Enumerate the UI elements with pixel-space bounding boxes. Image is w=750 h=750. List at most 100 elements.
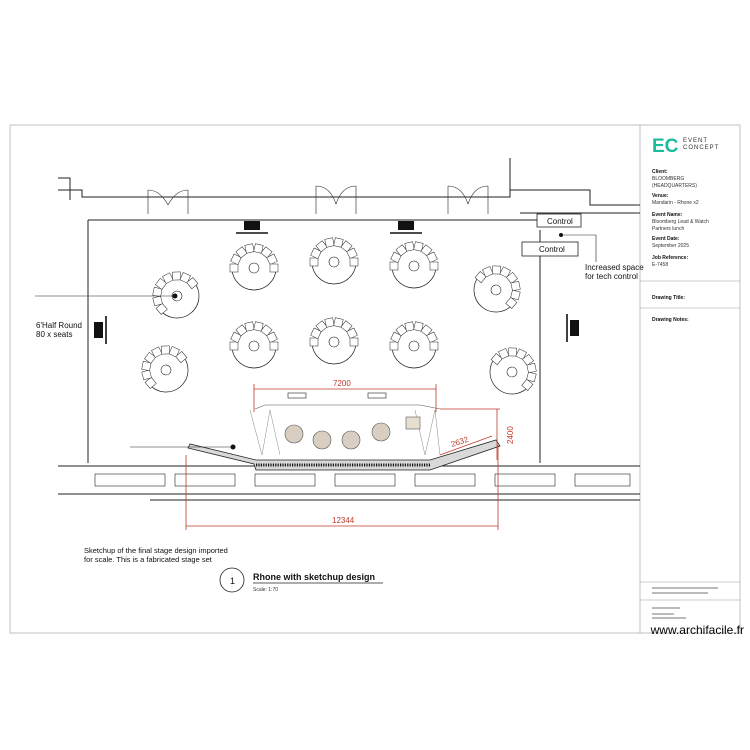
table-half-round (311, 261, 357, 285)
table-half-round (231, 267, 277, 291)
dimensions: 7200 2400 2632 12344 (185, 379, 515, 530)
chair (230, 331, 242, 343)
chair (390, 251, 402, 263)
sketch-note-line1: Sketchup of the final stage design impor… (84, 546, 228, 555)
round-table (389, 241, 439, 289)
tech-note-line1: Increased space (585, 263, 644, 272)
chair (309, 257, 319, 267)
table-half-round (159, 281, 200, 319)
chair (269, 341, 279, 351)
doors (147, 185, 489, 214)
chair (144, 376, 157, 389)
chair (429, 261, 439, 271)
chair (346, 327, 358, 339)
chair (349, 257, 359, 267)
bottom-openings (94, 473, 631, 487)
chair (429, 341, 439, 351)
speakers (94, 221, 579, 344)
brand-name-line2: CONCEPT (683, 145, 719, 151)
door-2-swing (315, 185, 337, 205)
opening-6 (494, 473, 556, 487)
chair (155, 302, 168, 315)
control-desk-2-label: Control (539, 245, 565, 254)
dim-width-label: 7200 (333, 379, 351, 388)
stage-screen-1 (287, 392, 307, 399)
chair (490, 353, 503, 366)
fine-print-2 (652, 592, 708, 594)
dim-overall-label: 12344 (332, 516, 355, 525)
table-half-round (473, 275, 514, 313)
control-leader (561, 234, 597, 262)
chair (505, 271, 518, 284)
opening-3 (254, 473, 316, 487)
speaker-right (570, 320, 579, 336)
fine-print-4 (652, 613, 674, 615)
chair (172, 271, 181, 281)
table-half-round (311, 341, 357, 365)
chair (260, 246, 273, 259)
drawing-number-circle (219, 567, 245, 593)
chair (521, 378, 534, 391)
chair (395, 324, 408, 337)
room-walls (58, 158, 640, 501)
chair (260, 324, 273, 337)
chair (492, 265, 501, 275)
chair (253, 321, 264, 332)
chair (155, 277, 168, 290)
chair (235, 324, 248, 337)
venue-value: Mandarin - Rhone x2 (652, 200, 699, 206)
opening-2 (174, 473, 236, 487)
chair (310, 327, 322, 339)
title-block: EC EVENT CONCEPT Client: BLOOMBERG (HEAD… (640, 136, 740, 619)
table-centre (408, 260, 420, 272)
chair (499, 266, 511, 278)
round-table (473, 265, 521, 313)
chair (324, 237, 335, 248)
chair (505, 296, 518, 309)
chair (420, 244, 433, 257)
chair (244, 321, 255, 332)
control-desk-2 (521, 241, 579, 257)
table-half-round (231, 345, 277, 369)
round-table (141, 345, 189, 393)
stage-truss-right (414, 409, 441, 456)
chair (179, 272, 191, 284)
opening-4 (334, 473, 396, 487)
speaker-top-right (398, 221, 414, 230)
client-value-2: (HEADQUARTERS) (652, 183, 697, 189)
chair (141, 361, 152, 372)
drawing-label: 1 Rhone with sketchup design Scale: 1:70 (219, 567, 383, 593)
chair (161, 345, 170, 355)
opening-1 (94, 473, 166, 487)
chair (324, 317, 335, 328)
fine-print-1 (652, 587, 718, 589)
round-table (389, 321, 439, 369)
chair (508, 347, 517, 357)
drawing-scale: Scale: 1:70 (253, 587, 278, 593)
table-half-round (148, 355, 189, 393)
stage-back-frame (254, 404, 441, 410)
chair (152, 295, 163, 307)
job-ref-value: E-7458 (652, 262, 668, 268)
chair (315, 320, 328, 333)
round-table (309, 237, 359, 285)
stage-platform (187, 439, 501, 471)
chair (151, 346, 163, 358)
table-centre (328, 256, 340, 268)
event-date-value: September 2025 (652, 243, 689, 249)
event-date-label: Event Date: (652, 236, 680, 242)
watermark: www.archifacile.fr (650, 623, 744, 637)
chair (426, 331, 438, 343)
chair (253, 243, 264, 254)
stage-chair-1 (284, 424, 304, 444)
opening-7 (574, 473, 631, 487)
chair (498, 348, 510, 360)
stage-chair-4 (371, 422, 391, 442)
table-note: 6'Half Round 80 x seats (35, 293, 178, 339)
brand-name-line1: EVENT (683, 138, 708, 144)
chair (510, 281, 521, 292)
dim-depth-label: 2400 (506, 426, 515, 444)
table-centre (328, 336, 340, 348)
drawing-title-label: Drawing Title: (652, 295, 685, 301)
stage-screen-2 (367, 392, 387, 399)
